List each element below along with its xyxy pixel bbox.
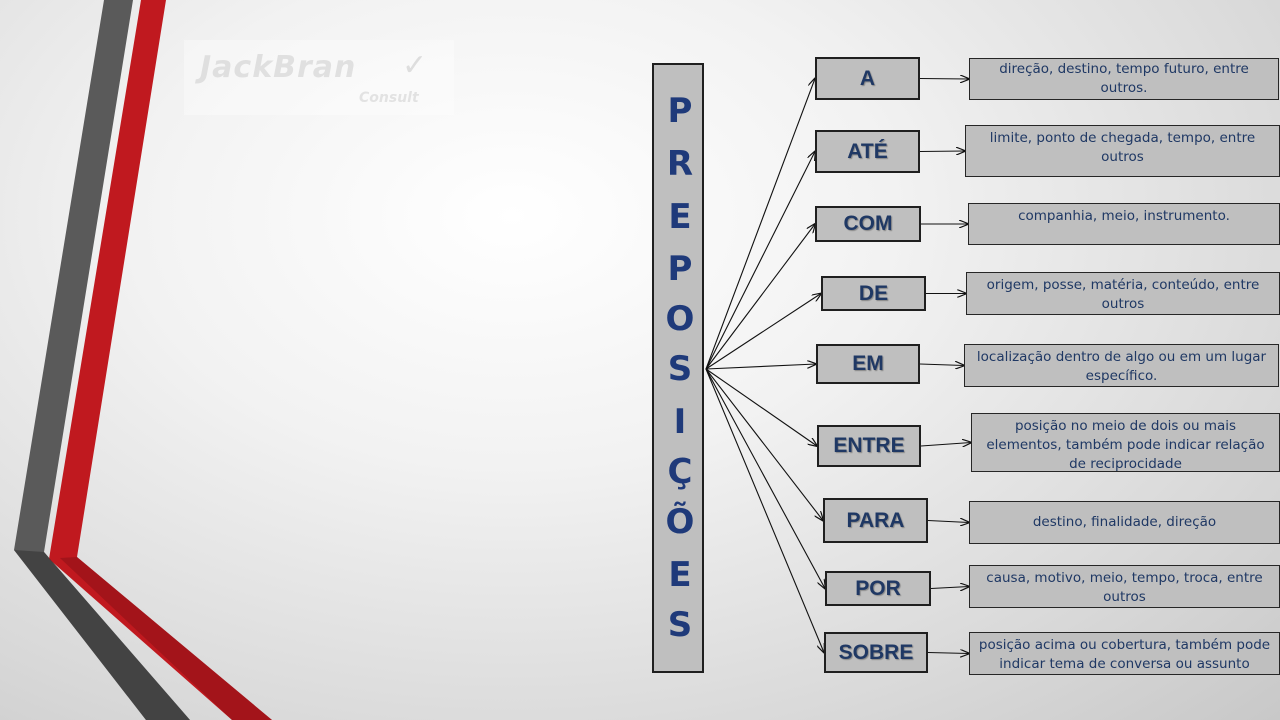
preposition-box: ATÉ <box>815 130 920 173</box>
dark-red-shade <box>60 557 272 720</box>
arrow-to-preposition <box>705 224 815 370</box>
arrow-to-description <box>927 653 969 654</box>
description-box: companhia, meio, instrumento. <box>968 203 1280 245</box>
title-letter: E <box>668 555 692 595</box>
arrow-to-description <box>919 79 969 80</box>
title-letter: P <box>667 91 693 131</box>
gray-stripe <box>14 0 190 720</box>
title-letter: R <box>666 144 694 184</box>
watermark-brand: JackBran <box>200 50 357 85</box>
arrow-to-description <box>930 587 969 589</box>
arrow-to-preposition <box>705 152 815 370</box>
preposition-box: EM <box>816 344 920 384</box>
arrow-to-preposition <box>705 368 825 589</box>
title-letter: Õ <box>665 502 695 542</box>
preposition-box: DE <box>821 276 926 311</box>
title-letter: P <box>667 249 693 289</box>
arrow-to-description <box>927 521 969 523</box>
title-letter: O <box>665 299 695 339</box>
dark-gray-shade <box>14 550 190 720</box>
arrow-to-description <box>919 151 965 152</box>
preposition-box: COM <box>815 206 921 242</box>
arrow-to-preposition <box>705 79 815 370</box>
description-box: origem, posse, matéria, conteúdo, entre … <box>966 272 1280 315</box>
description-box: localização dentro de algo ou em um luga… <box>964 344 1279 387</box>
preposition-box: ENTRE <box>817 425 921 467</box>
preposition-box: SOBRE <box>824 632 928 673</box>
arrow-to-preposition <box>705 368 824 653</box>
title-letter: S <box>667 349 693 389</box>
description-box: causa, motivo, meio, tempo, troca, entre… <box>969 565 1280 608</box>
red-stripe <box>49 0 272 720</box>
arrow-to-description <box>919 364 964 366</box>
description-box: direção, destino, tempo futuro, entre ou… <box>969 58 1279 100</box>
watermark-sub: Consult <box>359 90 419 106</box>
title-letter: E <box>668 197 692 237</box>
arrow-to-preposition <box>705 294 821 370</box>
arrow-to-description <box>920 443 971 447</box>
description-box: limite, ponto de chegada, tempo, entre o… <box>965 125 1280 177</box>
checkmark-icon: ✓ <box>402 49 428 82</box>
arrow-to-preposition <box>705 368 823 521</box>
description-box: posição acima ou cobertura, também pode … <box>969 632 1280 675</box>
preposition-box: PARA <box>823 498 928 543</box>
preposition-box: A <box>815 57 920 100</box>
arrow-to-preposition <box>705 364 816 370</box>
watermark-logo: JackBran ✓ Consult <box>184 40 454 115</box>
description-box: posição no meio de dois ou mais elemento… <box>971 413 1280 472</box>
preposition-box: POR <box>825 571 931 606</box>
arrow-to-preposition <box>705 368 817 446</box>
description-box: destino, finalidade, direção <box>969 501 1280 544</box>
title-letter: I <box>673 402 687 442</box>
title-letter: S <box>667 605 693 645</box>
title-letter: Ç <box>667 452 693 492</box>
